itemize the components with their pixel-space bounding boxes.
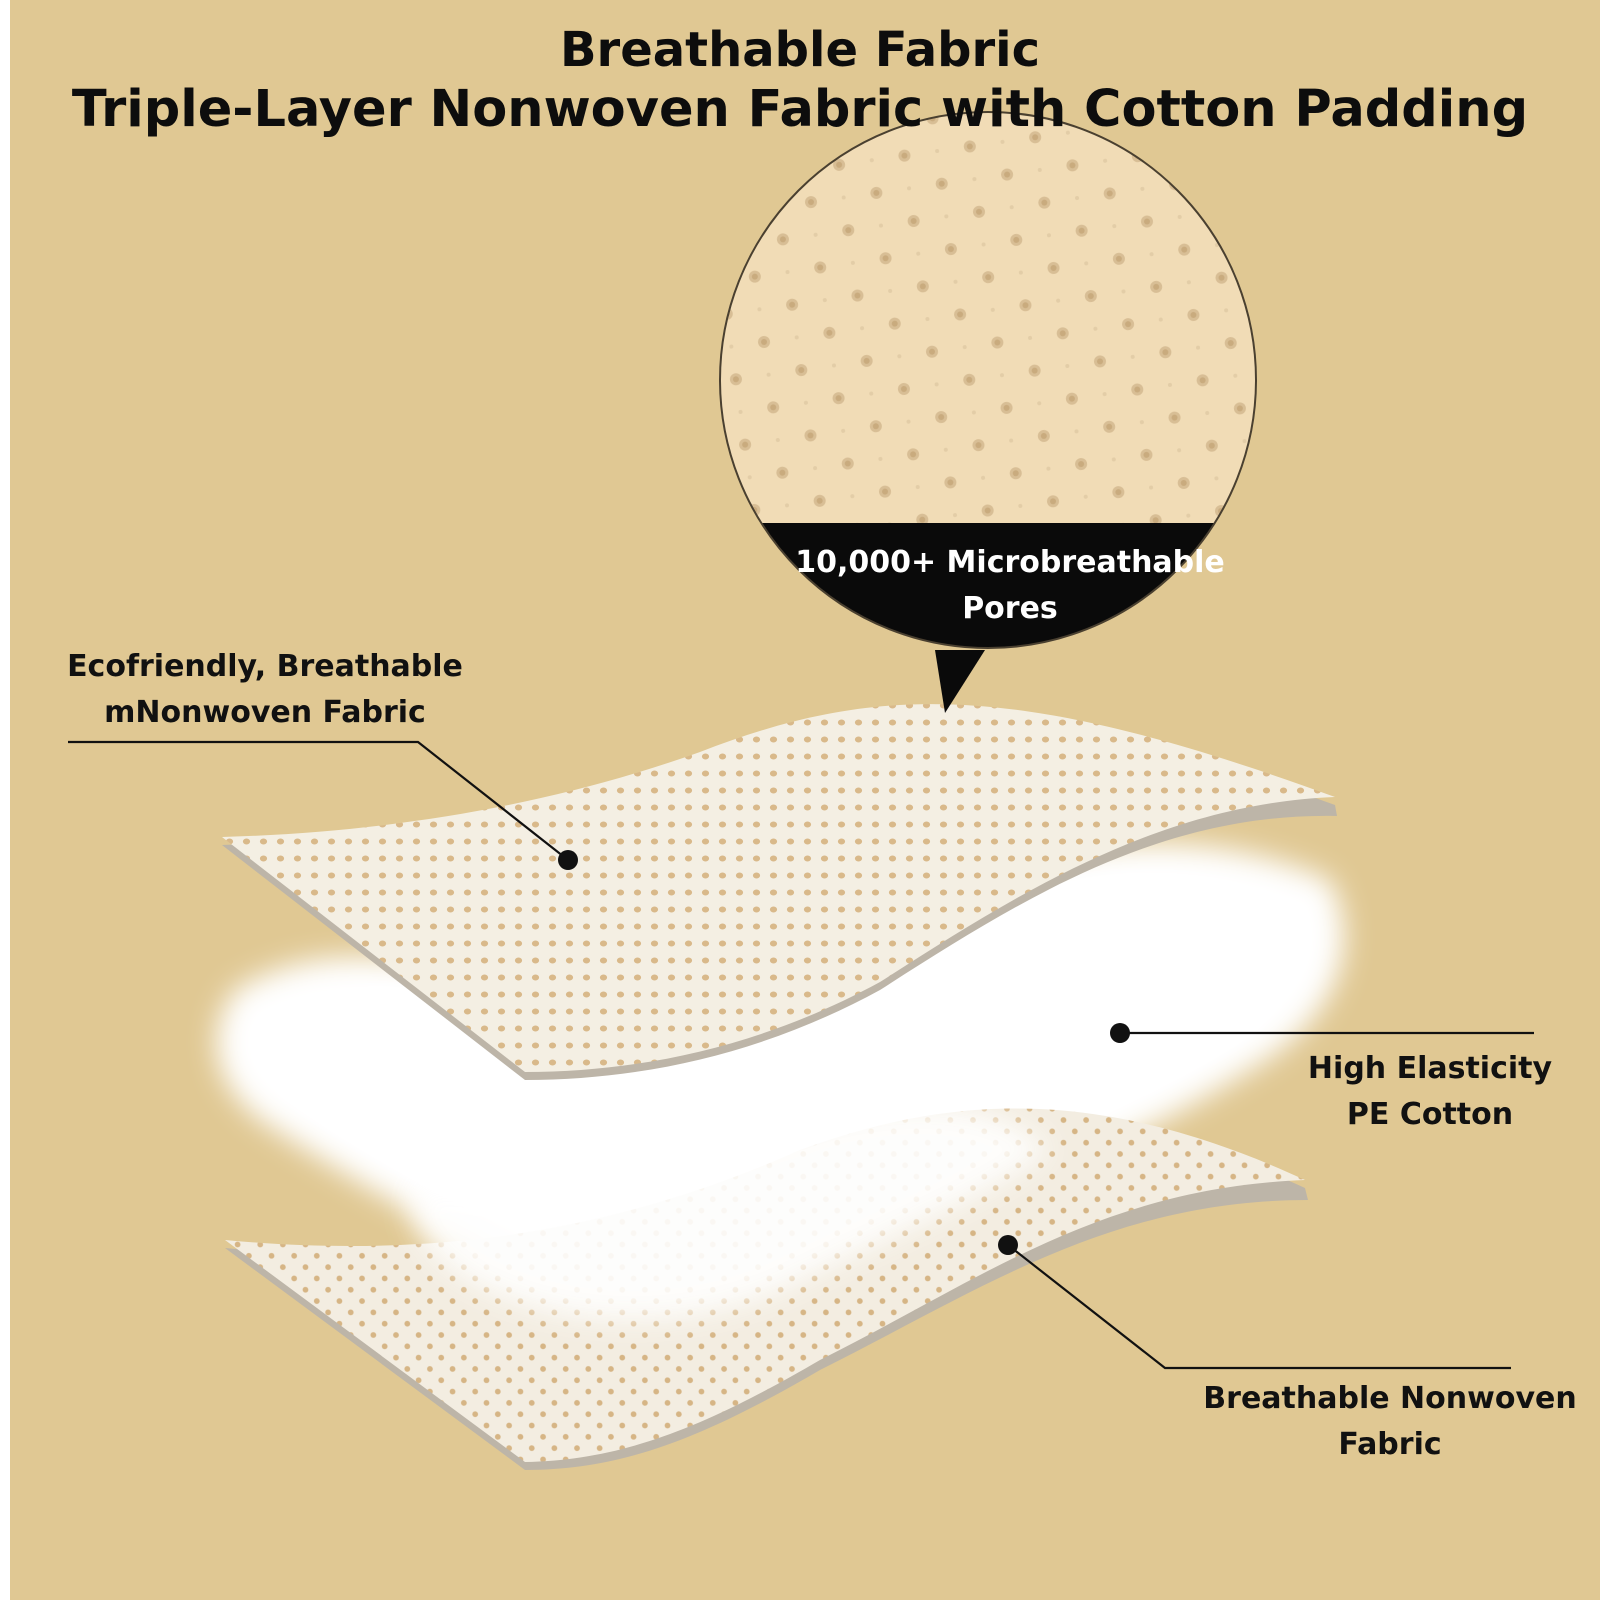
title-line-2: Triple-Layer Nonwoven Fabric with Cotton… — [71, 80, 1529, 139]
label-bottom-line-1: Breathable Nonwoven — [1203, 1381, 1577, 1416]
leader-dot-bottom — [998, 1235, 1018, 1255]
callout-pointer — [935, 650, 985, 713]
label-top-line-2: mNonwoven Fabric — [104, 695, 426, 730]
pores-caption-line-2: Pores — [962, 591, 1058, 626]
pores-caption-line-1: 10,000+ Microbreathable — [795, 545, 1225, 580]
bottom-fabric-layer — [225, 1105, 1308, 1470]
label-bottom-layer: Breathable Nonwoven Fabric — [1185, 1376, 1595, 1468]
label-middle-layer: High Elasticity PE Cotton — [1290, 1046, 1570, 1138]
top-fabric-layer — [222, 704, 1337, 1080]
pores-caption: 10,000+ Microbreathable Pores — [790, 540, 1230, 632]
magnifier-callout — [719, 111, 1257, 713]
label-bottom-line-2: Fabric — [1338, 1427, 1442, 1462]
label-middle-line-2: PE Cotton — [1346, 1097, 1514, 1132]
label-top-layer: Ecofriendly, Breathable mNonwoven Fabric — [55, 644, 475, 736]
title-line-1: Breathable Fabric — [559, 22, 1041, 78]
leader-top — [68, 740, 578, 870]
leader-bottom — [998, 1235, 1511, 1370]
label-middle-line-1: High Elasticity — [1307, 1051, 1553, 1086]
leader-dot-middle — [1110, 1023, 1130, 1043]
leader-dot-top — [558, 850, 578, 870]
label-top-line-1: Ecofriendly, Breathable — [67, 649, 463, 684]
leader-middle — [1110, 1023, 1534, 1043]
